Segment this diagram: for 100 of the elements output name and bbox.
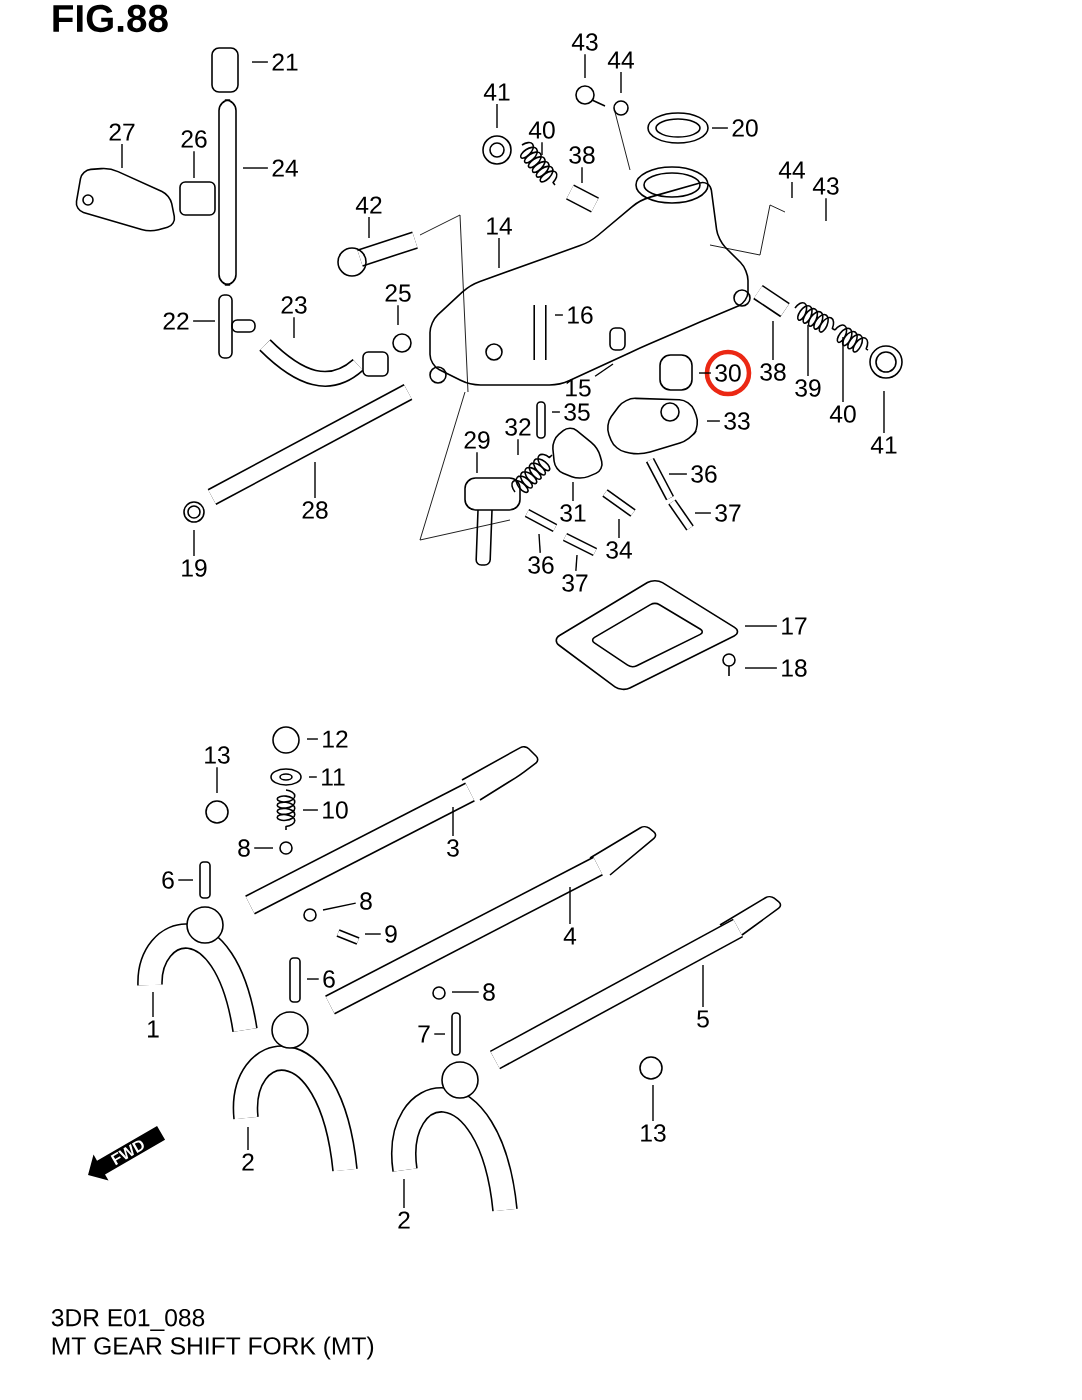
- caption-text: MT GEAR SHIFT FORK (MT): [52, 1336, 374, 1360]
- leader-line: [825, 197, 827, 222]
- callout-number: 38: [569, 146, 595, 164]
- leader-line: [584, 53, 586, 79]
- callout-number: 18: [782, 659, 807, 677]
- callout-number: 37: [715, 504, 741, 522]
- leader-line: [575, 554, 578, 572]
- leader-line: [152, 991, 154, 1018]
- leader-line: [314, 461, 316, 499]
- leader-line: [397, 304, 399, 326]
- callout-number: 16: [568, 306, 593, 324]
- callout-number: 19: [182, 559, 207, 577]
- leader-line: [177, 879, 194, 881]
- callout-number: 43: [571, 33, 598, 51]
- leader-line: [452, 806, 454, 837]
- leader-line: [498, 237, 500, 269]
- callout-number: 8: [360, 892, 372, 910]
- leader-line: [364, 933, 382, 935]
- callout-number: 43: [812, 177, 839, 195]
- callout-number: 24: [272, 159, 298, 177]
- callout-number: 34: [606, 541, 632, 559]
- callout-number: 44: [607, 51, 634, 69]
- leader-line: [554, 314, 564, 316]
- callout-number: 9: [385, 925, 397, 943]
- callout-number: 6: [323, 970, 335, 988]
- leader-line: [496, 103, 498, 129]
- leader-line: [702, 964, 704, 1008]
- callout-number: 17: [782, 617, 807, 635]
- callout-number: 13: [205, 746, 230, 764]
- callout-number: 6: [162, 871, 174, 889]
- leader-line: [572, 481, 574, 502]
- callout-number: 2: [242, 1153, 254, 1171]
- callout-number: 37: [562, 574, 588, 592]
- leader-line: [322, 902, 357, 911]
- callout-number: 41: [483, 83, 510, 101]
- leader-line: [251, 61, 269, 63]
- leader-line: [883, 390, 885, 434]
- leader-line: [618, 518, 620, 539]
- callout-number: 2: [398, 1211, 410, 1229]
- callout-number: 10: [323, 801, 348, 819]
- callout-number: 4: [563, 927, 577, 945]
- leader-line: [744, 625, 778, 627]
- leader-line: [694, 512, 712, 514]
- leader-line: [620, 71, 622, 94]
- callout-number: 33: [724, 412, 750, 430]
- callout-number: 36: [691, 465, 717, 483]
- callout-number: 42: [355, 196, 382, 214]
- leader-line: [451, 991, 480, 993]
- callout-number: 12: [323, 730, 348, 748]
- leader-line: [293, 316, 295, 339]
- leader-line: [581, 166, 583, 184]
- leader-line: [193, 150, 195, 179]
- callout-number: 36: [528, 556, 554, 574]
- callout-number: 40: [528, 121, 555, 139]
- callout-number: 8: [238, 839, 250, 857]
- leader-line: [253, 847, 274, 849]
- callout-number: 30: [715, 364, 741, 382]
- leader-line: [706, 420, 721, 422]
- caption-text: 3DR E01_088: [51, 1308, 205, 1332]
- leader-line: [569, 886, 571, 925]
- leader-line: [306, 738, 319, 740]
- callout-number: 21: [272, 53, 298, 71]
- callout-number: 28: [302, 501, 328, 519]
- callout-number: 40: [829, 405, 856, 423]
- leader-line: [517, 438, 519, 456]
- leader-line: [698, 372, 712, 374]
- leader-line: [652, 1084, 654, 1122]
- callout-number: 22: [163, 312, 189, 330]
- leader-line: [242, 167, 269, 169]
- leader-line: [247, 1126, 249, 1151]
- callout-number: 11: [322, 768, 345, 786]
- leader-line: [551, 411, 561, 413]
- leader-line: [594, 363, 614, 377]
- leader-line: [668, 473, 688, 475]
- callout-number: 15: [566, 379, 591, 397]
- callout-number: 14: [487, 217, 512, 235]
- callout-number: 8: [483, 983, 495, 1001]
- callout-number: 44: [778, 161, 805, 179]
- callout-number: 38: [760, 363, 786, 381]
- leader-line: [772, 320, 774, 361]
- callout-number: 35: [564, 403, 590, 421]
- callout-number: 7: [418, 1025, 430, 1043]
- leader-line: [476, 451, 478, 474]
- leader-line: [807, 324, 809, 377]
- callout-number: 26: [181, 130, 207, 148]
- callout-number: 20: [732, 119, 758, 137]
- callout-number: 25: [385, 284, 411, 302]
- callout-number: 27: [109, 123, 135, 141]
- callout-number: 3: [447, 839, 459, 857]
- leader-line: [308, 776, 318, 778]
- leader-line: [711, 127, 729, 129]
- leader-line: [302, 809, 319, 811]
- leader-line: [216, 766, 218, 794]
- callout-number: 5: [697, 1010, 709, 1028]
- figure-title: FIG.88: [53, 4, 168, 33]
- callout-number: 23: [281, 296, 307, 314]
- leader-line: [538, 533, 541, 554]
- leader-line: [744, 667, 778, 669]
- leader-line: [306, 978, 320, 980]
- leader-line: [192, 320, 216, 322]
